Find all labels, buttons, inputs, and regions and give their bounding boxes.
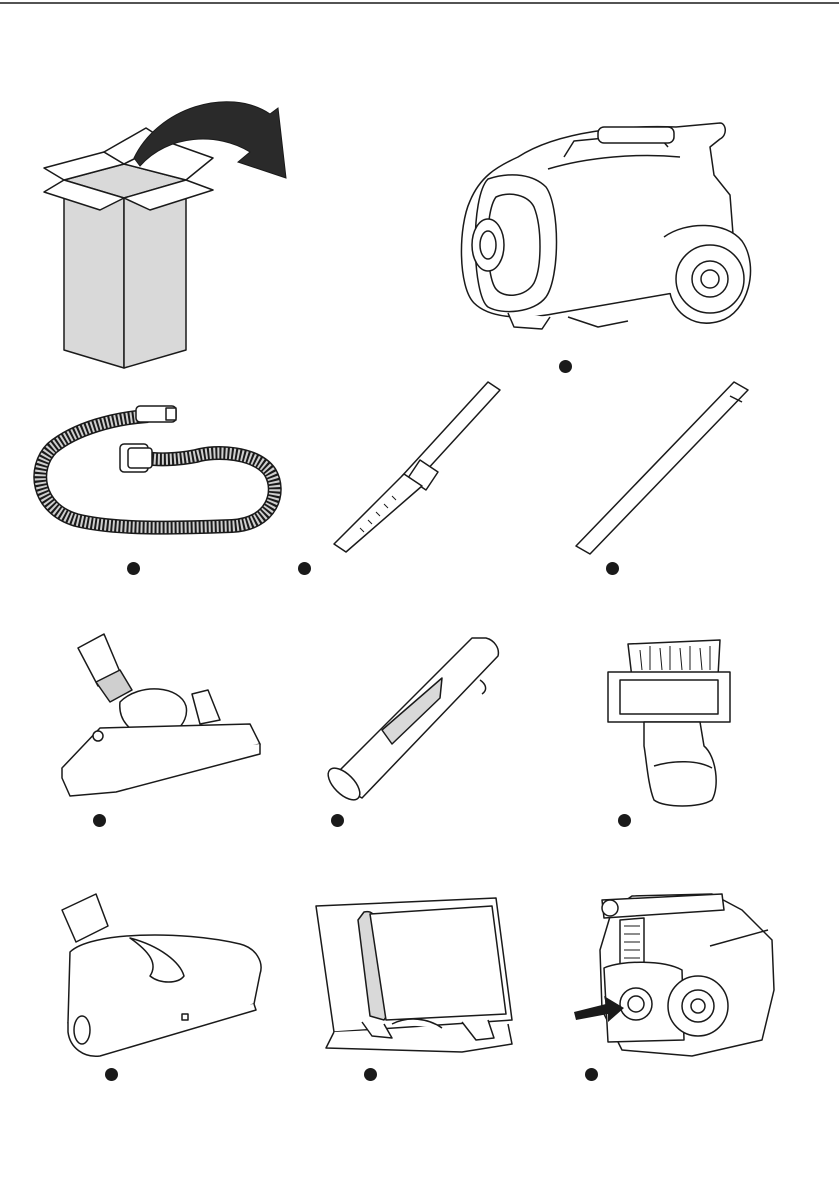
telescopic-tube-icon xyxy=(330,378,510,558)
figure-marker-dusting-brush xyxy=(618,814,631,827)
figure-marker-filter xyxy=(364,1068,377,1081)
filter-icon xyxy=(312,896,522,1056)
figure-marker-telescopic-tube xyxy=(298,562,311,575)
vacuum-rear-arrow-icon xyxy=(572,890,782,1060)
hose-icon xyxy=(36,398,286,533)
figure-marker-vacuum-rear xyxy=(585,1068,598,1081)
figure-marker-extension-tube xyxy=(606,562,619,575)
extension-tube-icon xyxy=(572,378,752,558)
floor-nozzle-icon xyxy=(60,632,265,812)
top-rule xyxy=(0,0,839,7)
figure-marker-floor-nozzle xyxy=(93,814,106,827)
canister-vacuum-icon xyxy=(448,117,758,337)
figure-marker-vacuum-body xyxy=(559,360,572,373)
turbo-brush-icon xyxy=(60,892,265,1057)
crevice-tool-icon xyxy=(322,634,512,809)
figure-marker-turbo-brush xyxy=(105,1068,118,1081)
dusting-brush-icon xyxy=(604,636,734,811)
box-arrow-icon xyxy=(38,88,293,373)
figure-marker-hose xyxy=(127,562,140,575)
figure-marker-crevice-tool xyxy=(331,814,344,827)
